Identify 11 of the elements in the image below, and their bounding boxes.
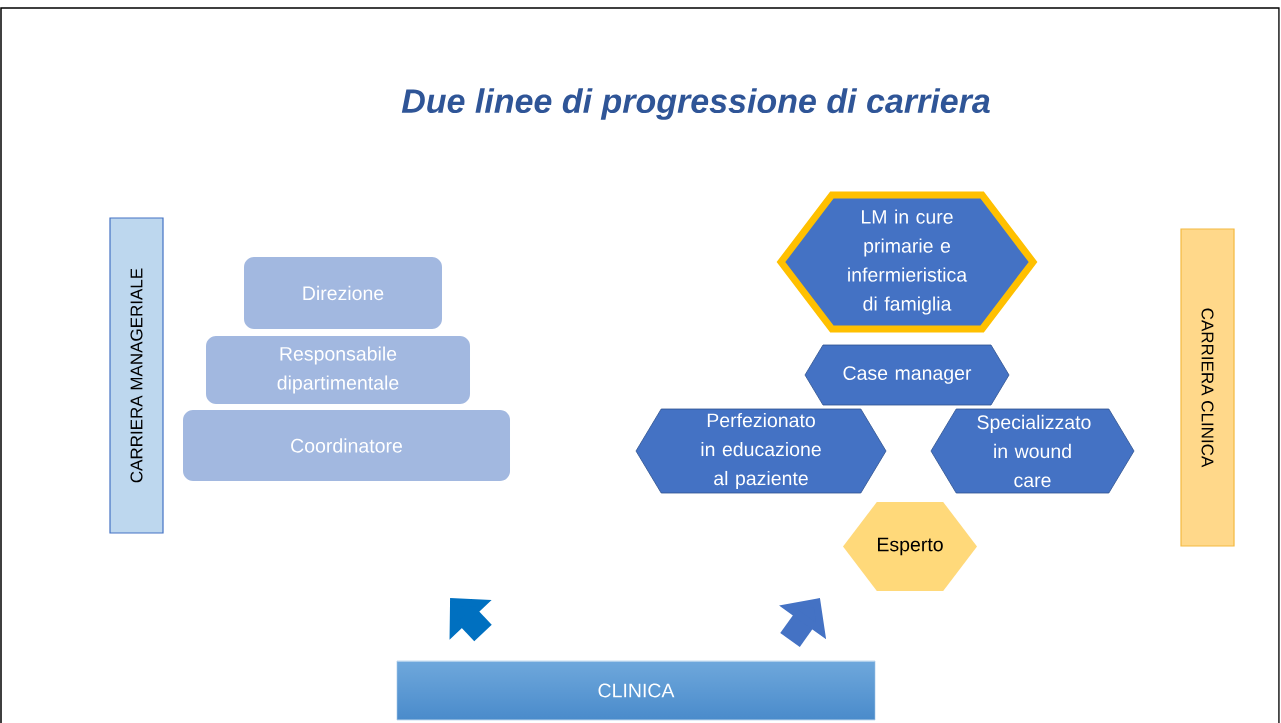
hexagon: Esperto [843,502,977,591]
rounded-box: Responsabile dipartimentale [206,336,470,404]
base-bar: CLINICA [396,660,876,721]
hexagon: Specializzato in wound care [930,408,1135,494]
rounded-box: Direzione [244,257,442,329]
vertical-band: CARRIERA MANAGERIALE [109,217,164,534]
vertical-band: CARRIERA CLINICA [1180,228,1235,547]
hexagon: Perfezionato in educazione al paziente [635,408,887,494]
hexagon: Case manager [804,344,1010,406]
title: Due linee di progressione di carriera [401,88,990,120]
rounded-box: Coordinatore [183,410,510,481]
